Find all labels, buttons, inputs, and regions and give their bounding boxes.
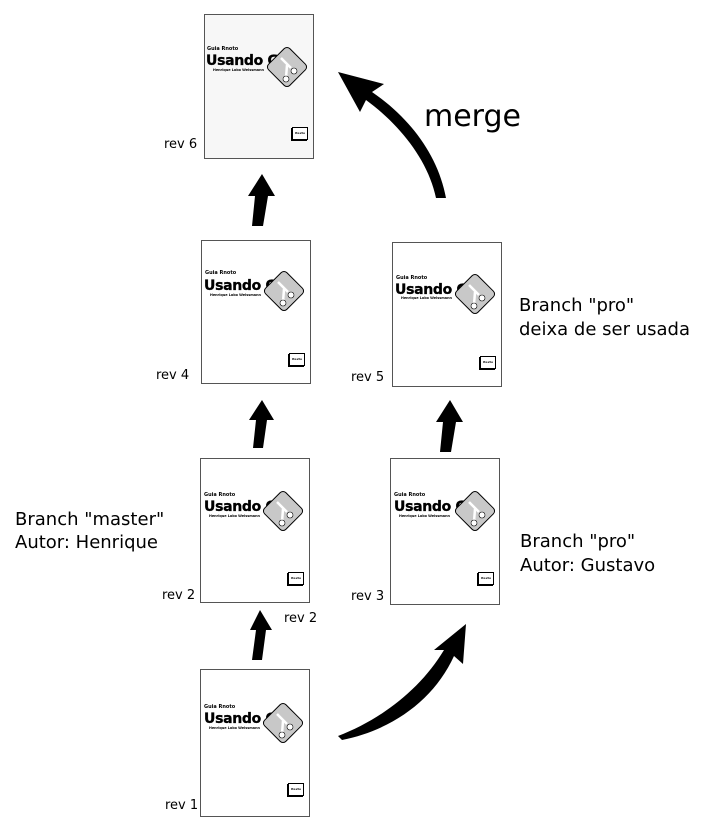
arrow-rev1-to-rev2 [250, 610, 272, 660]
cover-series: Guia Rnoto [204, 492, 236, 498]
master-note-line1: Branch "master" [15, 509, 165, 530]
cover-author: Henrique Lobo Weissmann [401, 296, 452, 300]
pro-end-note-line2: deixa de ser usada [519, 319, 690, 340]
publisher-logo: Itexto [289, 353, 305, 366]
cover-series: Guia Rnoto [207, 46, 239, 52]
rev2-label: rev 2 [162, 588, 196, 603]
revision-card-rev3: Guia Rnoto Usando Git Henrique Lobo Weis… [390, 458, 500, 605]
rev2-label-secondary: rev 2 [284, 611, 318, 626]
publisher-logo: Itexto [288, 572, 304, 585]
revision-card-rev1: Guia Rnoto Usando Git Henrique Lobo Weis… [200, 669, 310, 817]
cover-series: Guia Rnoto [394, 492, 426, 498]
cover-author: Henrique Lobo Weissmann [209, 726, 260, 730]
rev1-label: rev 1 [165, 798, 199, 813]
master-note-line2: Autor: Henrique [15, 532, 158, 553]
cover-author: Henrique Lobo Weissmann [213, 68, 264, 72]
revision-card-rev6: Guia Rnoto Usando Git Henrique Lobo Weis… [204, 14, 314, 159]
cover-series: Guia Rnoto [204, 704, 236, 710]
rev5-label: rev 5 [351, 370, 385, 385]
rev3-label: rev 3 [351, 589, 385, 604]
publisher-logo: Itexto [288, 783, 304, 796]
revision-card-rev4: Guia Rnoto Usando Git Henrique Lobo Weis… [201, 240, 311, 384]
cover-author: Henrique Lobo Weissmann [399, 514, 450, 518]
git-logo-icon [263, 270, 305, 312]
cover-author: Henrique Lobo Weissmann [209, 514, 260, 518]
git-logo-icon [262, 490, 304, 532]
arrow-rev4-to-rev6 [248, 174, 275, 226]
revision-card-rev5: Guia Rnoto Usando Git Henrique Lobo Weis… [392, 242, 502, 387]
arrow-rev3-to-rev5 [436, 400, 463, 452]
cover-series: Guia Rnoto [396, 275, 428, 281]
cover-series: Guia Rnoto [205, 270, 237, 276]
arrow-rev1-to-rev3 [338, 624, 466, 740]
git-logo-icon [262, 702, 304, 744]
rev4-label: rev 4 [156, 368, 190, 383]
publisher-logo: Itexto [292, 127, 308, 140]
merge-label: merge [424, 99, 521, 134]
arrow-rev2-to-rev4 [249, 400, 274, 448]
cover-author: Henrique Lobo Weissmann [210, 293, 261, 297]
pro-end-note-line1: Branch "pro" [519, 295, 635, 316]
arrow-merge [338, 72, 446, 198]
pro-note-line1: Branch "pro" [520, 531, 636, 552]
publisher-logo: Itexto [478, 572, 494, 585]
publisher-logo: Itexto [480, 356, 496, 369]
git-logo-icon [266, 46, 308, 88]
revision-card-rev2: Guia Rnoto Usando Git Henrique Lobo Weis… [200, 458, 310, 603]
git-logo-icon [454, 273, 496, 315]
git-logo-icon [454, 490, 496, 532]
rev6-label: rev 6 [164, 137, 198, 152]
pro-note-line2: Autor: Gustavo [520, 555, 656, 576]
